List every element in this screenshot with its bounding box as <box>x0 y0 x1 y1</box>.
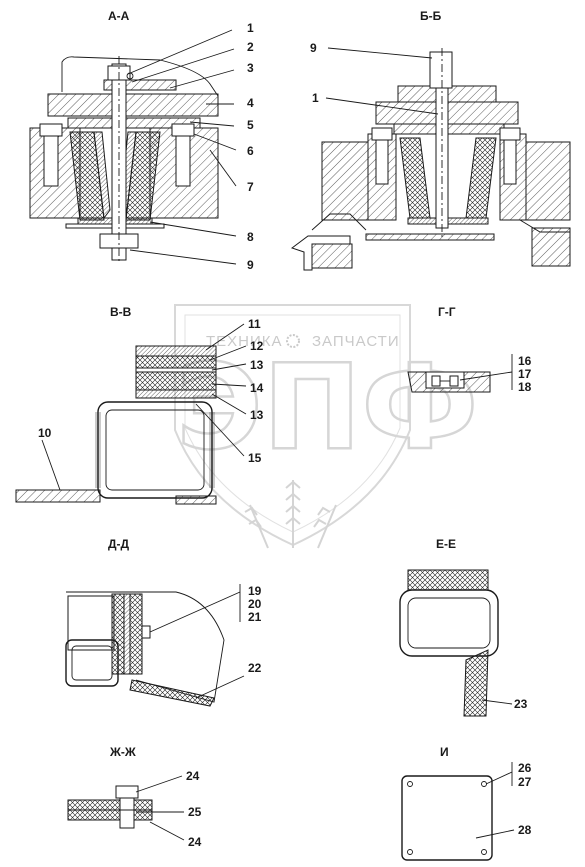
section-title-aa: А-А <box>108 9 130 23</box>
watermark: ТЕХНИКА ЗАПЧАСТИ ЭПФ <box>174 304 480 549</box>
callout-label: 1 <box>312 91 319 105</box>
gear-icon <box>286 334 300 348</box>
callout-label: 10 <box>38 426 52 440</box>
callout-label: 25 <box>188 805 202 819</box>
watermark-text-right: ЗАПЧАСТИ <box>312 333 400 350</box>
callout-label: 24 <box>188 835 202 849</box>
callout-label: 13 <box>250 408 264 422</box>
watermark-logo: ЭПФ <box>176 338 478 476</box>
callout-label: 1 <box>247 21 254 35</box>
wheat-icon <box>244 480 337 549</box>
callout-label: 13 <box>250 358 264 372</box>
section-title-dd: Д-Д <box>108 537 130 551</box>
callout-label: 27 <box>518 775 532 789</box>
callout-label: 11 <box>248 317 261 331</box>
callout-label: 5 <box>247 118 254 132</box>
callout-label: 19 <box>248 584 262 598</box>
callout-label: 3 <box>247 61 254 75</box>
callout-label: 23 <box>514 697 528 711</box>
callout-label: 26 <box>518 761 532 775</box>
section-title-zz: Ж-Ж <box>109 745 136 759</box>
section-vv: В-В 11 12 13 14 13 15 10 <box>15 305 264 505</box>
section-title-gg: Г-Г <box>438 305 456 319</box>
callout-label: 4 <box>247 96 254 110</box>
section-bb: Б-Б 9 1 <box>290 9 571 271</box>
section-ee: Е-Е 23 <box>399 537 528 717</box>
section-dd: Д-Д 19 20 21 22 <box>65 537 262 707</box>
callout-label: 8 <box>247 230 254 244</box>
section-gg: Г-Г 16 17 18 <box>407 305 532 394</box>
callout-label: 15 <box>248 451 262 465</box>
callout-label: 28 <box>518 823 532 837</box>
section-title-ee: Е-Е <box>436 537 456 551</box>
callout-label: 21 <box>248 610 262 624</box>
callout-label: 14 <box>250 381 264 395</box>
callout-label: 2 <box>247 40 254 54</box>
callout-label: 12 <box>250 339 264 353</box>
callout-label: 9 <box>310 41 317 55</box>
callout-label: 17 <box>518 367 532 381</box>
callout-label: 16 <box>518 354 532 368</box>
view-i: И 26 27 28 <box>401 745 532 861</box>
callout-label: 20 <box>248 597 262 611</box>
section-aa: А-А 1 2 <box>29 9 254 272</box>
callout-label: 24 <box>186 769 200 783</box>
section-title-vv: В-В <box>110 305 132 319</box>
callout-label: 18 <box>518 380 532 394</box>
section-title-bb: Б-Б <box>420 9 442 23</box>
section-title-ii: И <box>440 745 449 759</box>
callout-label: 6 <box>247 144 254 158</box>
section-zz: Ж-Ж 24 25 24 <box>67 745 202 849</box>
callout-label: 7 <box>247 180 254 194</box>
callout-label: 22 <box>248 661 262 675</box>
callout-label: 9 <box>247 258 254 272</box>
